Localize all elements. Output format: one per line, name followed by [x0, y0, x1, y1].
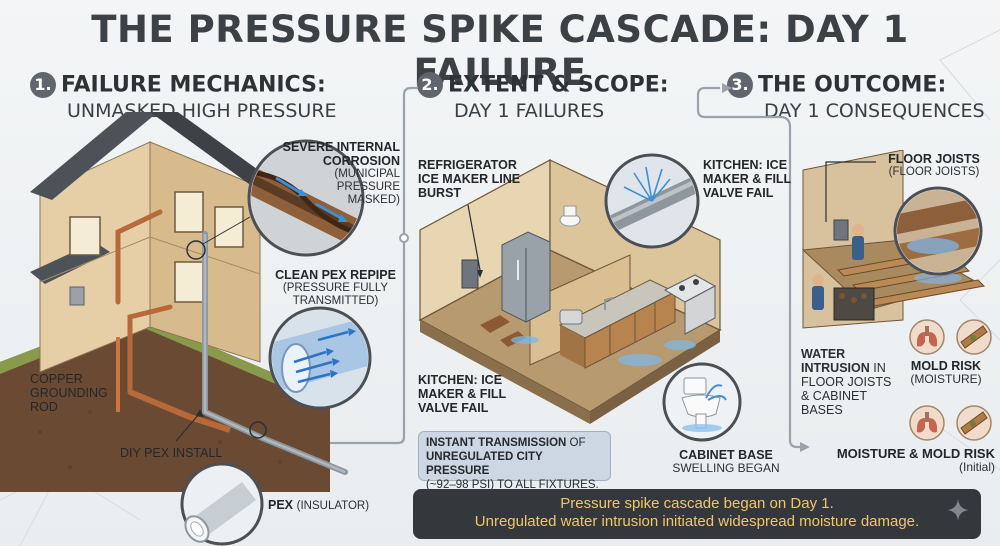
floor-joists-note: (FLOOR JOISTS) — [888, 166, 980, 178]
corrosion-title: SEVERE INTERNAL CORROSION — [282, 140, 400, 168]
grounding-rod-label: COPPER GROUNDING ROD — [30, 372, 108, 414]
fridge-burst-label: REFRIGERATOR ICE MAKER LINE BURST — [418, 158, 521, 200]
moisture-mold-note: (Initial) — [958, 460, 995, 474]
pex-repipe-title: CLEAN PEX REPIPE — [275, 268, 396, 282]
cabinet-base-label: CABINET BASE SWELLING BEGAN — [671, 448, 781, 475]
moisture-mold-label: MOISTURE & MOLD RISK (Initial) — [820, 446, 995, 474]
corrosion-magnifier — [247, 139, 365, 257]
cabinet-base-note: SWELLING BEGAN — [672, 461, 780, 475]
info-line-3: (~92–98 PSI) TO ALL FIXTURES. — [426, 479, 599, 491]
kitchen-fail-bottom-label: KITCHEN: ICE MAKER & FILL VALVE FAIL — [418, 373, 506, 415]
sparkle-icon — [947, 499, 969, 521]
section-3-number: 3. — [727, 72, 753, 98]
info-line-1: INSTANT TRANSMISSION OF — [426, 436, 603, 450]
section-3-header: 3.THE OUTCOME: DAY 1 CONSEQUENCES — [727, 72, 985, 122]
section-2-number: 2. — [417, 72, 443, 98]
floor-joists-label: FLOOR JOISTS (FLOOR JOISTS) — [874, 152, 994, 179]
mold-risk-note: (MOISTURE) — [910, 372, 982, 386]
pex-magnifier — [180, 462, 264, 546]
kitchen-fail-top-label: KITCHEN: ICE MAKER & FILL VALVE FAIL — [703, 158, 791, 200]
banner-line-2: Unregulated water intrusion initiated wi… — [474, 513, 920, 530]
diy-install-label: DIY PEX INSTALL — [120, 446, 223, 460]
pex-repipe-note: (PRESSURE FULLY TRANSMITTED) — [282, 282, 389, 307]
summary-banner: Pressure spike cascade began on Day 1. U… — [413, 489, 981, 539]
corrosion-note: (MUNICIPAL PRESSURE MASKED) — [334, 168, 400, 206]
water-intrusion-title: WATER INTRUSION — [801, 347, 870, 375]
wood-rot-icon-2 — [956, 405, 992, 441]
floor-joists-title: FLOOR JOISTS — [888, 152, 980, 166]
info-line-2: UNREGULATED CITY PRESSURE — [426, 451, 543, 477]
lungs-icon-2 — [909, 405, 945, 441]
pressure-magnifier — [268, 306, 372, 410]
floor-joists-leader — [825, 161, 876, 222]
lungs-icon — [909, 319, 945, 355]
floor-joist-magnifier — [893, 186, 983, 276]
cabinet-base-title: CABINET BASE — [679, 448, 773, 462]
pipe-burst-magnifier — [604, 153, 700, 249]
mold-risk-label: MOLD RISK (MOISTURE) — [896, 359, 996, 386]
pressure-info-box: INSTANT TRANSMISSION OF UNREGULATED CITY… — [418, 431, 611, 491]
section-2-subtitle: DAY 1 FAILURES — [454, 100, 605, 122]
section-2-title: EXTENT & SCOPE: — [448, 72, 669, 98]
house-illustration — [0, 112, 348, 492]
page-title: THE PRESSURE SPIKE CASCADE: DAY 1 FAILUR… — [91, 8, 909, 94]
moisture-mold-title: MOISTURE & MOLD RISK — [836, 446, 995, 461]
section-1-number: 1. — [30, 72, 56, 98]
wood-rot-icon — [956, 319, 992, 355]
banner-line-1: Pressure spike cascade began on Day 1. — [560, 495, 834, 512]
pex-label: PEX (INSULATOR) — [268, 497, 369, 513]
section-3-title: THE OUTCOME: — [758, 72, 947, 98]
pex-repipe-label: CLEAN PEX REPIPE (PRESSURE FULLY TRANSMI… — [263, 268, 408, 308]
water-intrusion-rest: IN FLOOR JOISTS & CABINET BASES — [801, 361, 892, 417]
mold-risk-title: MOLD RISK — [910, 359, 982, 373]
info-rest: OF — [566, 437, 586, 449]
crawlspace-illustration — [801, 150, 986, 329]
pex-note: (INSULATOR) — [296, 500, 370, 512]
section-3-subtitle: DAY 1 CONSEQUENCES — [764, 100, 985, 122]
toilet-overflow-magnifier — [662, 362, 742, 442]
section-1-header: 1.FAILURE MECHANICS: UNMASKED HIGH PRESS… — [30, 72, 337, 122]
corrosion-label: SEVERE INTERNAL CORROSION (MUNICIPAL PRE… — [282, 140, 400, 207]
section-2-header: 2.EXTENT & SCOPE: DAY 1 FAILURES — [417, 72, 669, 122]
diy-install-leader — [175, 409, 204, 442]
water-intrusion-label: WATER INTRUSION IN FLOOR JOISTS & CABINE… — [801, 347, 901, 417]
section-1-title: FAILURE MECHANICS: — [61, 72, 326, 98]
info-bold: INSTANT TRANSMISSION — [426, 437, 567, 449]
pex-title: PEX — [268, 498, 294, 512]
